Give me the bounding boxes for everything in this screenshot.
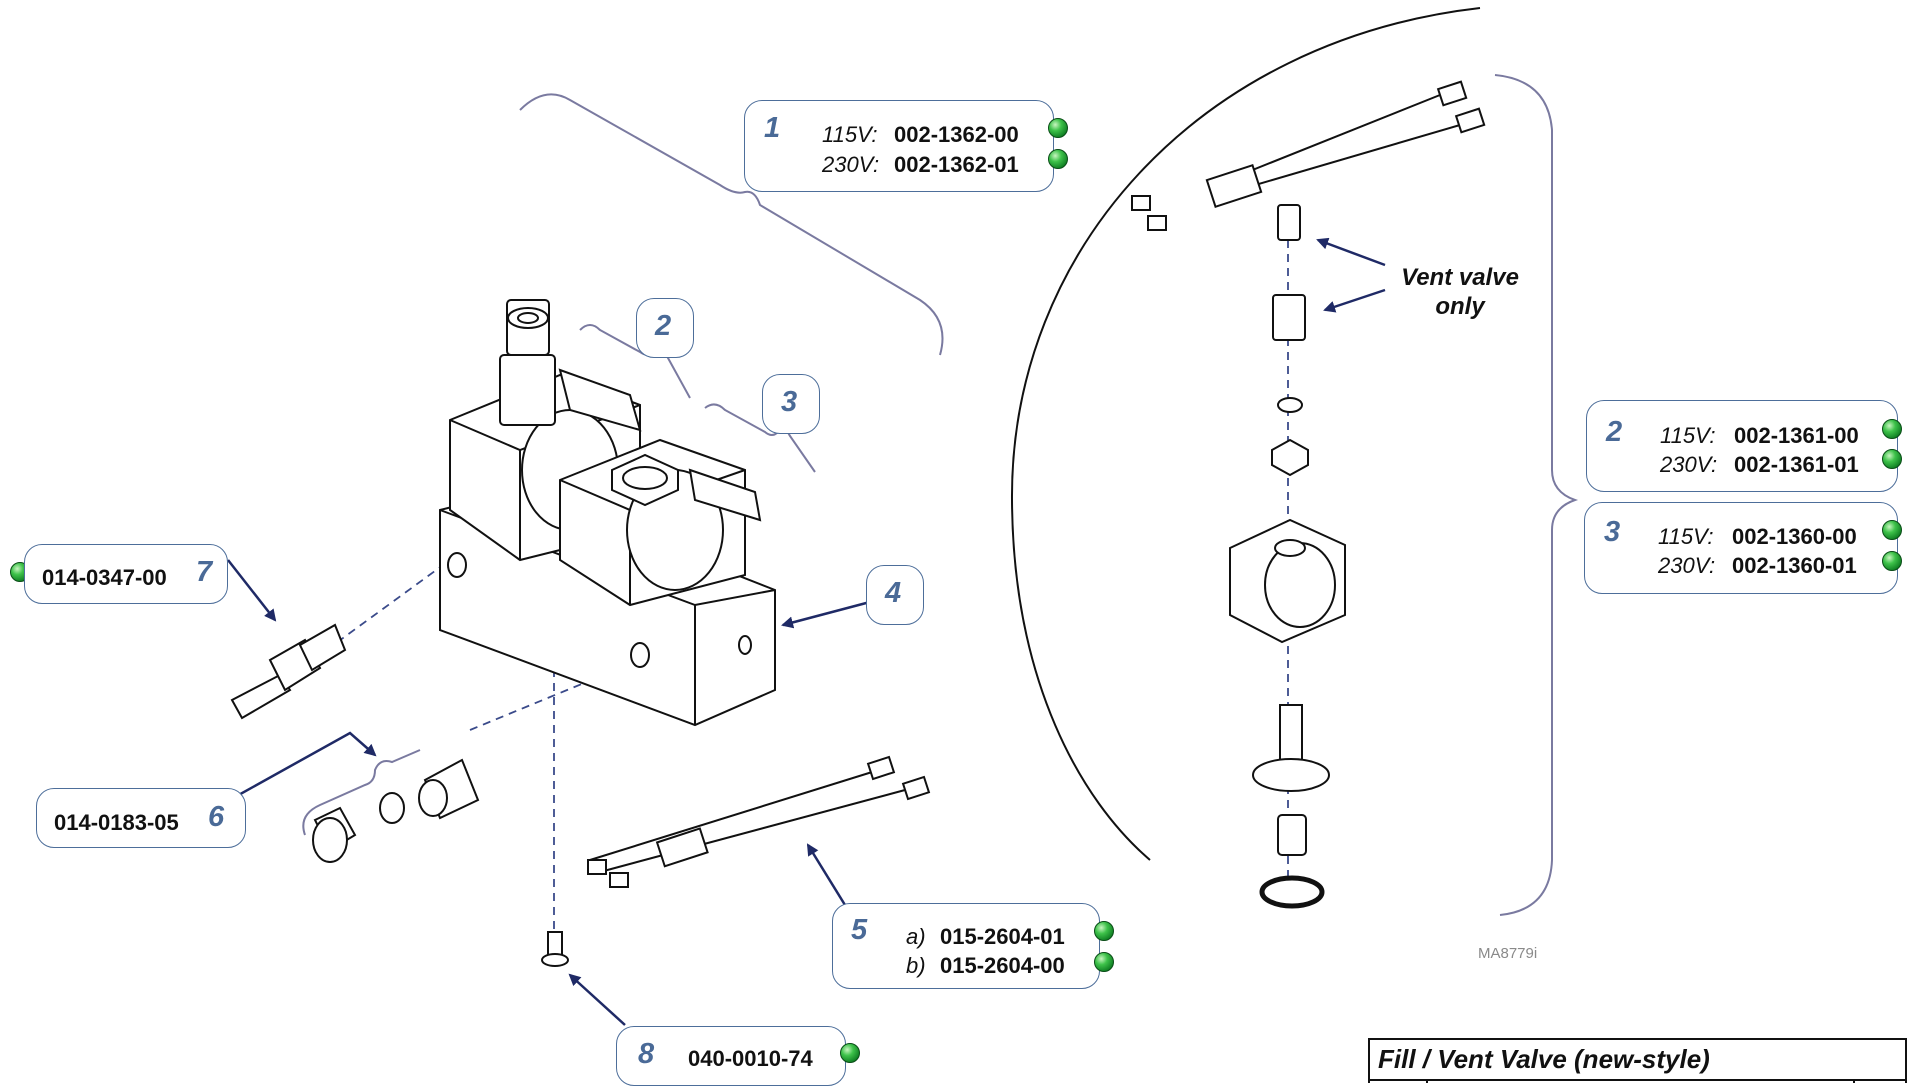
- table-column-divider: [1853, 1079, 1855, 1083]
- callout-1: [744, 100, 1054, 192]
- leader-vent-2: [1323, 288, 1386, 313]
- callout-right-3-volt-a: 115V:: [1658, 524, 1714, 549]
- callout-5-part-b: 015-2604-00: [940, 953, 1065, 978]
- inset-valve-stack: [1229, 204, 1346, 909]
- callout-right-3-part-a: 002-1360-00: [1732, 524, 1857, 549]
- spare-part-dot-icon: [1094, 952, 1114, 972]
- spare-part-dot-icon: [1882, 449, 1902, 469]
- callout-8: [616, 1026, 846, 1086]
- callout-right-2-part-a: 002-1361-00: [1734, 423, 1859, 448]
- callout-1-part-b: 002-1362-01: [894, 152, 1019, 177]
- brace-right: [1494, 74, 1579, 916]
- callout-2-number: 2: [655, 310, 672, 342]
- callout-7-number: 7: [196, 556, 213, 588]
- leader-vent-1: [1316, 237, 1386, 267]
- callout-5-label-a: a): [906, 924, 926, 949]
- vent-valve-note-line2: only: [1435, 293, 1485, 320]
- callout-right-2-volt-b: 230V:: [1660, 452, 1718, 477]
- spare-part-dot-icon: [1882, 520, 1902, 540]
- callout-right-3-part-b: 002-1360-01: [1732, 553, 1857, 578]
- leader-6: [234, 731, 377, 799]
- callout-right-2-volt-a: 115V:: [1660, 423, 1716, 448]
- callout-right-3-number: 3: [1604, 516, 1621, 548]
- vent-valve-note-line1: Vent valve: [1401, 264, 1519, 291]
- inset-circle-outline: [1010, 7, 1481, 861]
- wire-harness-5: [587, 755, 931, 888]
- callout-8-number: 8: [638, 1038, 655, 1070]
- callout-2: [636, 298, 694, 358]
- barb-fitting-7: [230, 623, 347, 720]
- callout-1-volt-b: 230V:: [822, 152, 880, 177]
- callout-5: [832, 903, 1100, 989]
- callout-right-2: [1586, 400, 1898, 492]
- spare-part-dot-icon: [1048, 118, 1068, 138]
- table-header-rule: [1370, 1079, 1905, 1081]
- callout-6: [36, 788, 246, 848]
- callout-1-volt-a: 115V:: [822, 122, 878, 147]
- spare-part-dot-icon: [1048, 149, 1068, 169]
- callout-5-label-b: b): [906, 953, 926, 978]
- spare-part-dot-icon: [1882, 419, 1902, 439]
- parts-table: Fill / Vent Valve (new-style): [1368, 1038, 1907, 1083]
- callout-4-number: 4: [885, 577, 902, 609]
- screw-8: [541, 931, 569, 967]
- leader-7: [227, 559, 277, 622]
- solenoid-coil-front: [559, 438, 762, 607]
- assembly-dashed-lines: [257, 240, 1289, 935]
- callout-3-number: 3: [781, 386, 798, 418]
- table-column-divider: [1426, 1079, 1428, 1083]
- leader-8: [568, 973, 626, 1026]
- callout-8-part: 040-0010-74: [688, 1046, 813, 1071]
- leader-4: [781, 600, 871, 629]
- solenoid-fitting-top: [499, 299, 642, 432]
- inset-wire-harness: [1131, 80, 1486, 231]
- callout-right-3: [1584, 502, 1898, 594]
- compression-fitting-6: [312, 758, 480, 863]
- callout-4: [866, 565, 924, 625]
- callout-right-2-number: 2: [1606, 416, 1623, 448]
- leader-5: [806, 843, 847, 906]
- callout-3: [762, 374, 820, 434]
- parts-table-title: Fill / Vent Valve (new-style): [1378, 1044, 1710, 1074]
- spare-part-dot-icon: [1882, 551, 1902, 571]
- callout-right-3-volt-b: 230V:: [1658, 553, 1716, 578]
- brace-1: [519, 93, 944, 356]
- brace-6: [302, 749, 421, 836]
- spare-part-dot-icon: [840, 1043, 860, 1063]
- callout-6-part: 014-0183-05: [54, 810, 179, 835]
- drawing-reference: MA8779i: [1478, 945, 1538, 962]
- spare-part-dot-icon: [1094, 921, 1114, 941]
- callout-right-2-part-b: 002-1361-01: [1734, 452, 1859, 477]
- callout-7-part: 014-0347-00: [42, 565, 167, 590]
- callout-5-part-a: 015-2604-01: [940, 924, 1065, 949]
- callout-6-number: 6: [208, 801, 225, 833]
- callout-1-number: 1: [764, 112, 781, 144]
- callout-1-part-a: 002-1362-00: [894, 122, 1019, 147]
- callout-5-number: 5: [851, 914, 868, 946]
- vent-valve-note: Vent valve only: [1390, 263, 1530, 321]
- callout-7: [24, 544, 228, 604]
